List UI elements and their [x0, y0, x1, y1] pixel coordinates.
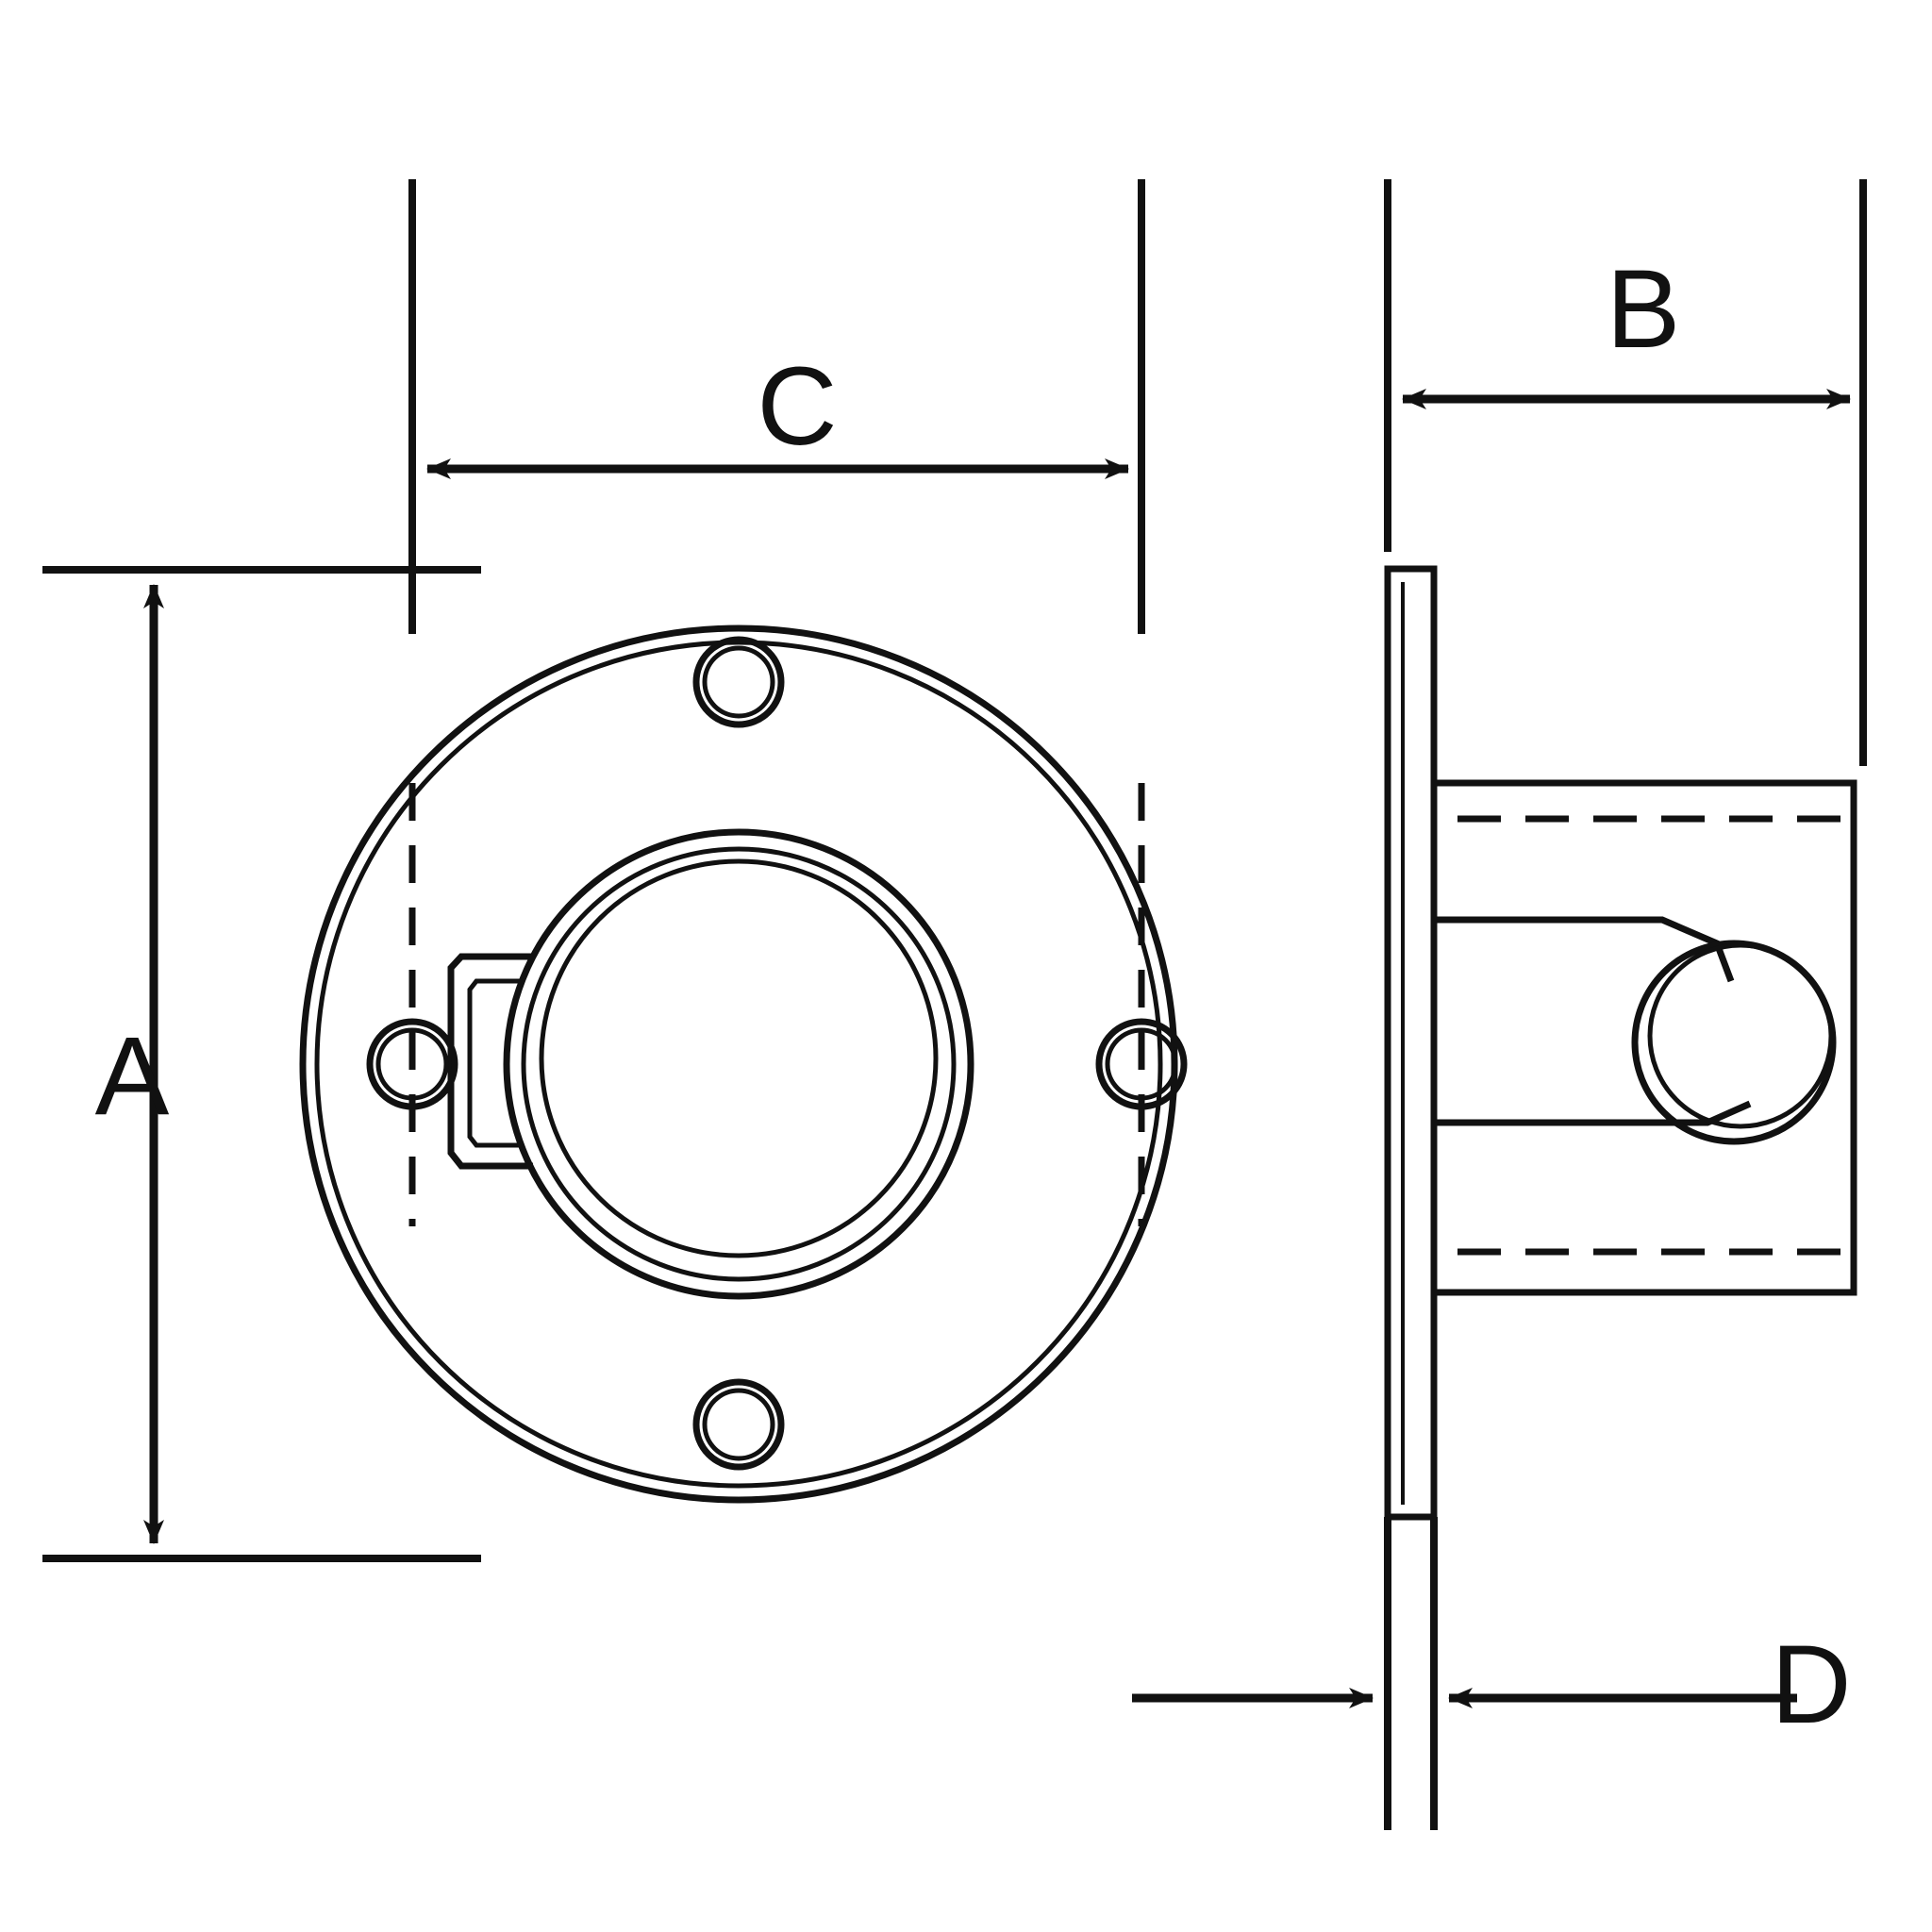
flange-plate-profile	[1384, 565, 1438, 1521]
bolt-hole-bottom-inner	[702, 1388, 775, 1461]
boss-outer-circle	[503, 828, 974, 1300]
dimension-label-b: B	[1607, 247, 1681, 372]
socket-body-outline	[1434, 779, 1857, 1296]
socket-shoulder-line	[1434, 916, 1735, 983]
set-screw-lug-inner	[467, 978, 524, 1148]
side-view: B D	[1132, 179, 1867, 1830]
dimension-label-d: D	[1771, 1623, 1851, 1747]
bolt-hole-bottom	[692, 1378, 785, 1471]
dimension-label-c: C	[757, 344, 837, 469]
cross-bore-circle-inner	[1647, 942, 1834, 1129]
flange-outer-edge-inner	[314, 640, 1163, 1489]
bolt-hole-top	[692, 636, 785, 728]
set-screw-lug	[447, 953, 533, 1170]
bolt-holes	[366, 636, 1188, 1471]
bolt-hole-top-inner	[702, 645, 775, 719]
dimension-label-a: A	[95, 1014, 170, 1139]
tube-bore-circle	[539, 858, 939, 1258]
boss-inner-circle	[521, 846, 957, 1282]
front-view: C A	[42, 179, 1188, 1562]
flange-outer-edge	[299, 625, 1178, 1504]
